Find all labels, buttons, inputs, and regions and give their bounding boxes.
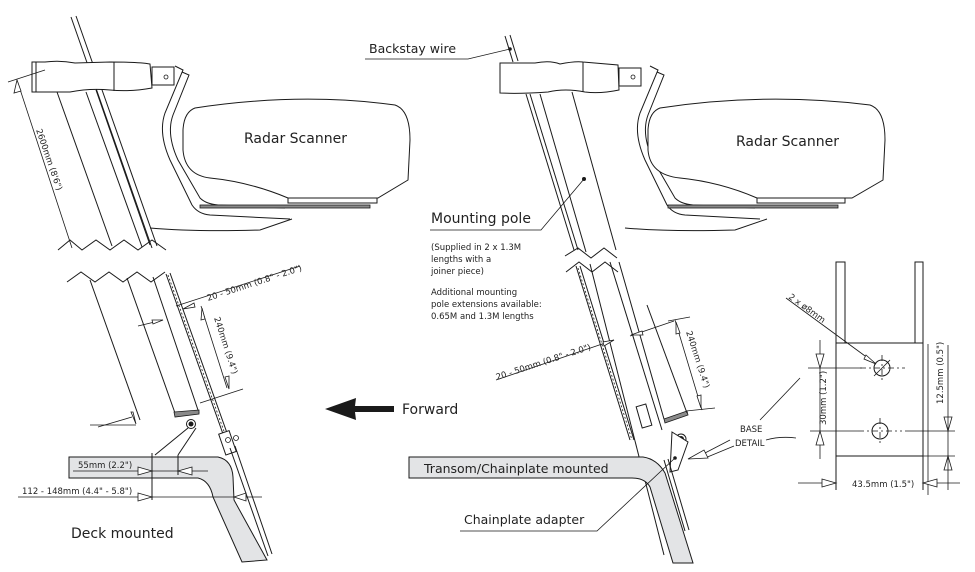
extension-note-line-3: 0.65M and 1.3M lengths bbox=[431, 312, 534, 322]
dim-base-width: 55mm (2.2") bbox=[73, 461, 208, 476]
mounting-pole-upper-right bbox=[525, 91, 618, 259]
mounting-pole-upper-left bbox=[56, 89, 167, 251]
forward-label: Forward bbox=[402, 402, 458, 418]
backstay-wire-left bbox=[70, 15, 158, 249]
pole-note-line-3: joiner piece) bbox=[430, 267, 484, 277]
backstay-callout: Backstay wire bbox=[365, 41, 512, 60]
dim-base-width-label: 55mm (2.2") bbox=[78, 461, 132, 471]
deck-mounted-caption: Deck mounted bbox=[71, 526, 174, 542]
dim-base-range: 112 - 148mm (4.4" - 5.8") bbox=[18, 487, 262, 502]
dim-clearance-right-label: 20 - 50mm (0.8" - 2.0") bbox=[495, 343, 593, 383]
dim-overall-length-label: 2600mm (8'6") bbox=[33, 128, 63, 192]
deck-mounted-view: Radar Scanner 2600mm (8'6") bbox=[7, 15, 411, 563]
backstay-wire-label: Backstay wire bbox=[369, 41, 456, 56]
forward-direction-indicator: Forward bbox=[325, 398, 458, 420]
transom-base-plate: Transom/Chainplate mounted bbox=[408, 456, 694, 564]
dim-base-range-label: 112 - 148mm (4.4" - 5.8") bbox=[22, 487, 132, 497]
dim-edge-offset-label: 12.5mm (0.5") bbox=[936, 342, 946, 404]
transom-chainplate-label: Transom/Chainplate mounted bbox=[423, 461, 609, 476]
extension-note-line-1: Additional mounting bbox=[431, 288, 517, 298]
radar-bracket-arm-left bbox=[149, 65, 293, 232]
arrow-left-icon bbox=[325, 398, 394, 420]
mounting-pole-lower-right bbox=[565, 261, 689, 556]
chainplate-adapter-callout: Chainplate adapter bbox=[460, 457, 676, 532]
transom-mounted-view: Backstay wire bbox=[365, 34, 886, 564]
base-detail-drawing: 2 x ø8mm 30mm (1.2") 12.5mm (0.5") 43.5m… bbox=[785, 261, 960, 495]
mounting-pole-label: Mounting pole bbox=[431, 211, 531, 227]
radar-scanner-left: Radar Scanner bbox=[182, 98, 411, 209]
dim-collar-left-label: 240mm (9.4") bbox=[211, 316, 239, 376]
hole-spec-label: 2 x ø8mm bbox=[786, 292, 827, 325]
extension-note-line-2: pole extensions available: bbox=[431, 300, 542, 310]
pole-top-clamp-right bbox=[499, 61, 642, 94]
base-detail-label-line-1: BASE bbox=[740, 425, 762, 435]
dim-collar-right: 240mm (9.4") bbox=[667, 316, 716, 412]
chainplate-adapter-label: Chainplate adapter bbox=[464, 512, 585, 527]
backstay-lower-right bbox=[663, 458, 690, 532]
deck-base-plate bbox=[68, 453, 268, 563]
pole-note-line-2: lengths with a bbox=[431, 255, 491, 265]
backstay-lower-left bbox=[229, 445, 273, 557]
backstay-wire-right bbox=[504, 34, 519, 63]
pole-top-clamp-left bbox=[31, 60, 175, 93]
pole-note-line-1: (Supplied in 2 x 1.3M bbox=[431, 243, 521, 253]
dim-clearance-right: 20 - 50mm (0.8" - 2.0") bbox=[495, 320, 675, 383]
radar-scanner-label: Radar Scanner bbox=[736, 134, 839, 150]
mounting-pole-lower-left bbox=[66, 271, 239, 456]
dim-pole-end-left bbox=[90, 411, 137, 428]
dim-collar-right-label: 240mm (9.4") bbox=[683, 330, 711, 390]
dim-width-label: 43.5mm (1.5") bbox=[852, 480, 914, 490]
mounting-pole-callout: Mounting pole (Supplied in 2 x 1.3M leng… bbox=[430, 178, 585, 322]
dim-overall-length: 2600mm (8'6") bbox=[7, 69, 73, 249]
base-detail-label-line-2: DETAIL bbox=[735, 439, 765, 449]
radar-scanner-label: Radar Scanner bbox=[244, 131, 347, 147]
dim-hole-spacing-label: 30mm (1.2") bbox=[819, 371, 829, 425]
base-detail-callout: BASE DETAIL bbox=[687, 377, 801, 460]
dim-clearance-left-label: 20 - 50mm (0.8" - 2.0") bbox=[206, 264, 304, 304]
radar-scanner-right: Radar Scanner bbox=[647, 98, 886, 209]
